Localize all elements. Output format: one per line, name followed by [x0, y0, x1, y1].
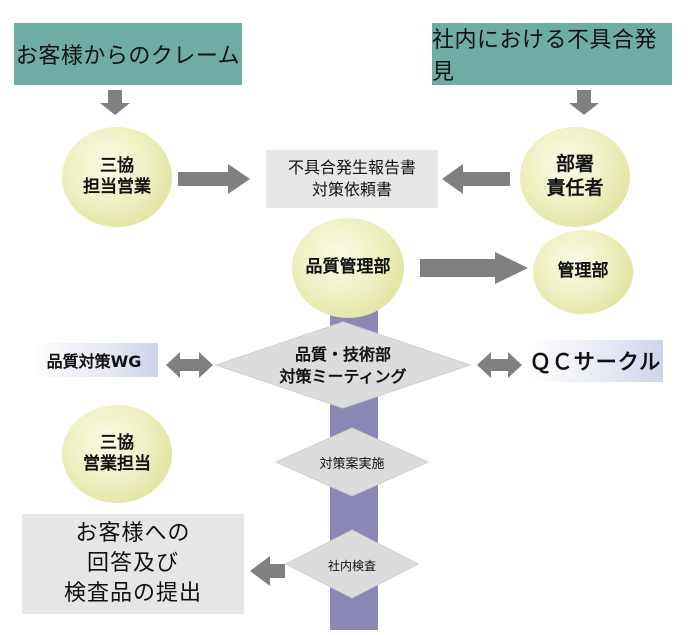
internal-defect-box: 社内における不具合発見	[432, 23, 672, 85]
circle-sales-top-label: 三協 担当営業	[83, 155, 151, 197]
final-answer-box: お客様への 回答及び 検査品の提出	[22, 514, 244, 614]
circle-sales-bottom: 三協 営業担当	[62, 405, 172, 503]
circle-quality-dept: 品質管理部	[292, 218, 404, 318]
implement-diamond: 対策案実施	[292, 450, 412, 474]
circle-manager: 部署 責任者	[520, 127, 630, 227]
customer-complaint-box: お客様からのクレーム	[14, 23, 242, 85]
inspection-diamond-label: 社内検査	[327, 558, 376, 573]
left-arrow-final	[250, 556, 285, 586]
diamond-implement-shape	[274, 427, 430, 497]
diamond-inspection-shape	[284, 529, 420, 599]
circle-manager-label: 部署 責任者	[546, 153, 604, 199]
circle-admin-dept-label: 管理部	[557, 261, 609, 282]
circle-admin-dept: 管理部	[533, 230, 633, 314]
inspection-diamond: 社内検査	[306, 554, 398, 576]
customer-complaint-label: お客様からのクレーム	[15, 44, 241, 69]
circle-sales-top: 三協 担当営業	[62, 127, 172, 227]
down-arrow-right	[569, 90, 599, 115]
meeting-diamond: 品質・技術部 対策ミーティング	[236, 338, 450, 394]
qc-circle-label: ＱＣサークル	[529, 350, 662, 374]
right-arrow-sales	[178, 164, 250, 194]
report-request-label: 不具合発生報告書 対策依頼書	[287, 158, 416, 199]
circle-sales-bottom-label: 三協 営業担当	[83, 432, 151, 474]
diamond-meeting-shape	[214, 321, 472, 409]
internal-defect-label: 社内における不具合発見	[432, 28, 658, 85]
down-arrow-left	[100, 90, 130, 115]
final-answer-label: お客様への 回答及び 検査品の提出	[63, 521, 202, 606]
double-arrow-left	[166, 352, 213, 378]
double-arrow-right	[477, 352, 522, 378]
left-arrow-manager	[442, 164, 510, 194]
qc-circle-box: ＱＣサークル	[528, 340, 663, 382]
quality-wg-label: 品質対策WG	[46, 352, 142, 371]
implement-diamond-label: 対策案実施	[319, 456, 385, 472]
circle-quality-dept-label: 品質管理部	[305, 257, 391, 278]
report-request-box: 不具合発生報告書 対策依頼書	[266, 150, 438, 208]
quality-wg-box: 品質対策WG	[30, 343, 158, 377]
right-arrow-quality	[420, 252, 528, 284]
meeting-diamond-label: 品質・技術部 対策ミーティング	[279, 345, 407, 386]
